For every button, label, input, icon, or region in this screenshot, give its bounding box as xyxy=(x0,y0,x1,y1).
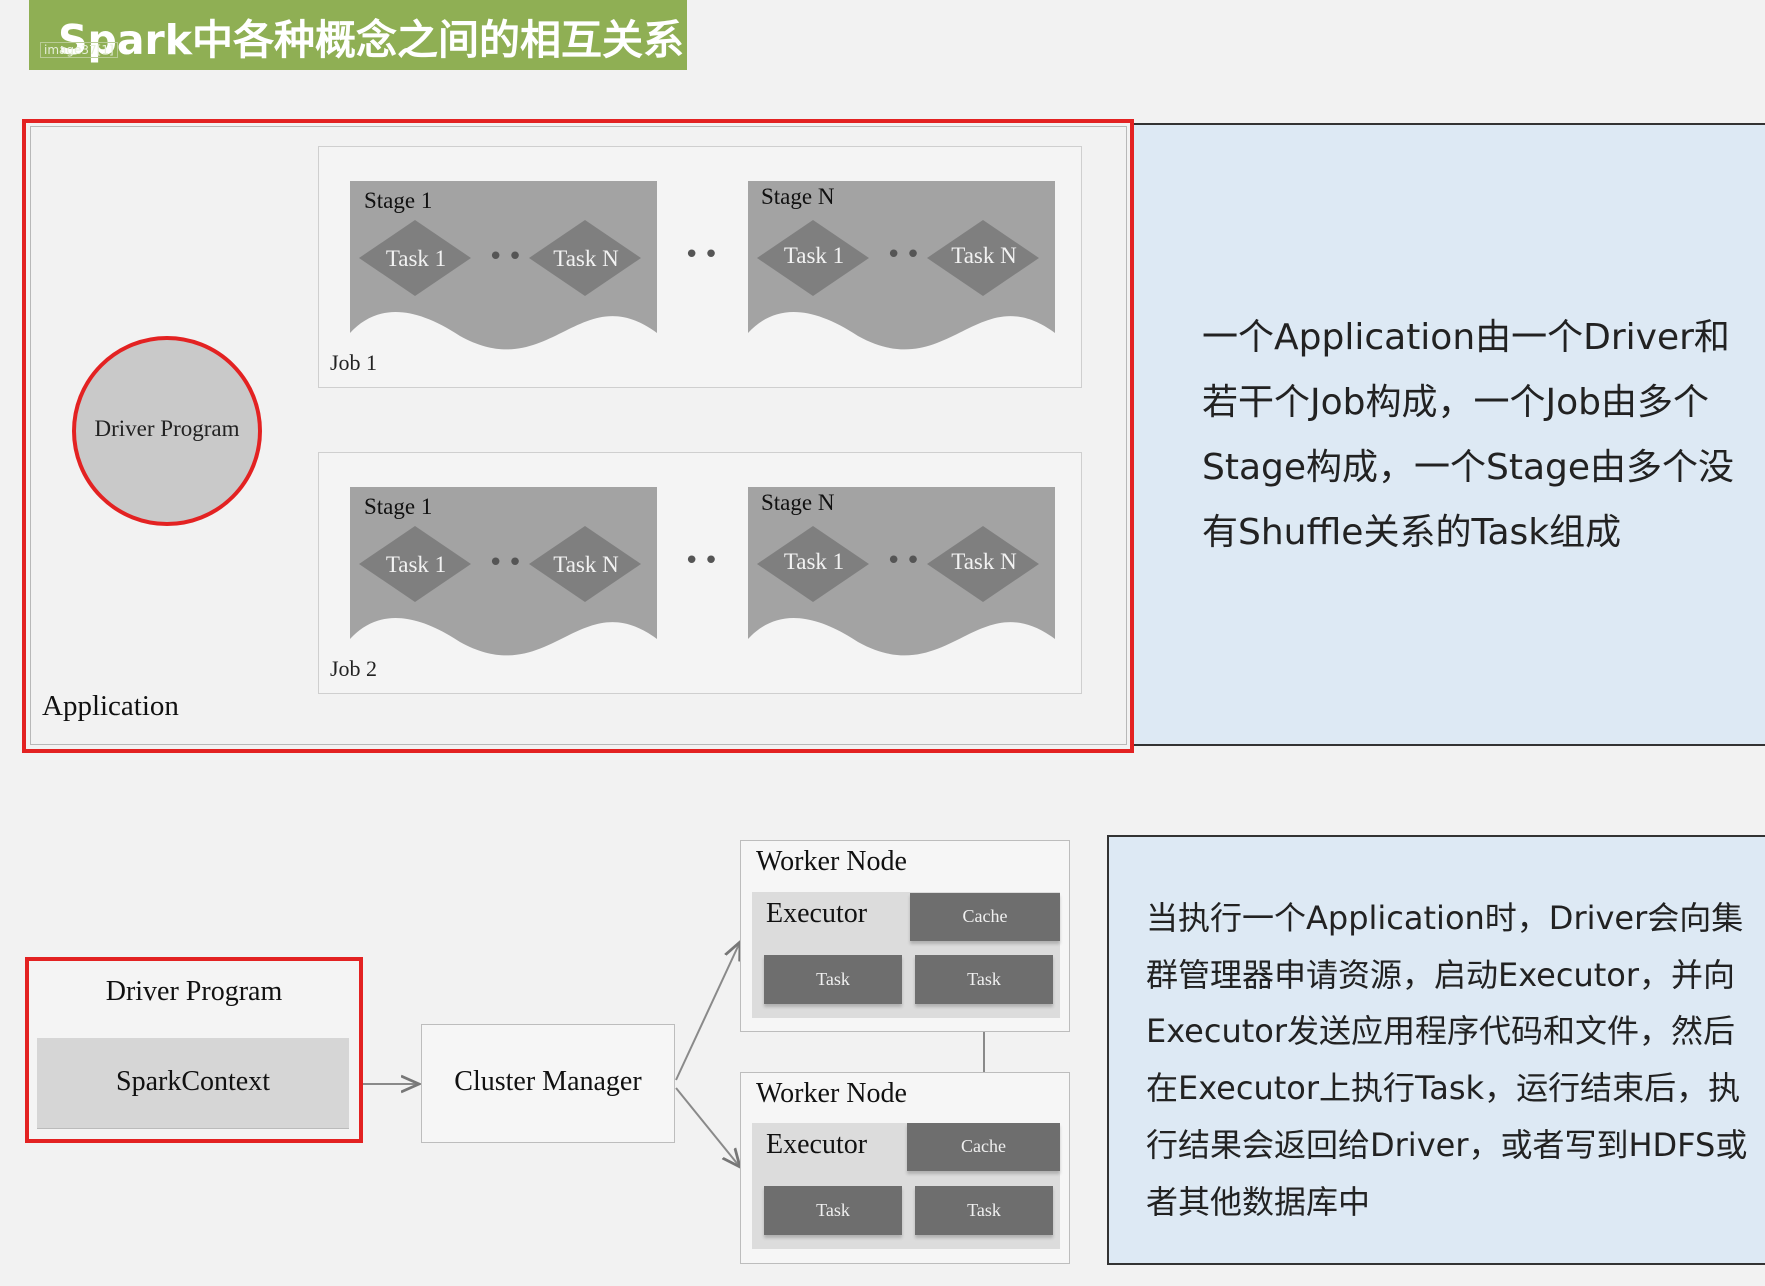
bottom-description-line: 群管理器申请资源，启动Executor，并向 xyxy=(1146,956,1736,994)
cache-label: Cache xyxy=(962,906,1008,926)
ellipsis-dots: •• xyxy=(488,548,527,578)
worker-node-title: Worker Node xyxy=(756,846,907,877)
spark-context-box xyxy=(37,1038,349,1129)
bottom-description-line: 行结果会返回给Driver，或者写到HDFS或 xyxy=(1146,1126,1748,1164)
cache-box: Cache xyxy=(910,893,1060,941)
bottom-description-line: 者其他数据库中 xyxy=(1146,1183,1371,1221)
bottom-description-line: 当执行一个Application时，Driver会向集 xyxy=(1146,899,1744,937)
application-container xyxy=(30,126,1127,745)
application-label: Application xyxy=(42,690,179,722)
task-label: Task 1 xyxy=(385,552,447,577)
task-label: Task 1 xyxy=(783,549,845,574)
bottom-description-panel xyxy=(1107,835,1765,1265)
stage-shape xyxy=(350,181,657,350)
task-label: Task 1 xyxy=(783,243,845,268)
task-label: Task xyxy=(967,969,1001,989)
ellipsis-dots: •• xyxy=(684,240,723,270)
top-description-line: 一个Application由一个Driver和 xyxy=(1202,317,1730,358)
stage-label: Stage N xyxy=(761,490,835,515)
link-cluster-manager-worker-1 xyxy=(675,942,740,1081)
cluster-manager-label: Cluster Manager xyxy=(454,1066,642,1097)
task-label: Task N xyxy=(951,243,1017,268)
driver-program-title: Driver Program xyxy=(105,976,283,1007)
cache-box: Cache xyxy=(907,1123,1060,1171)
task-label: Task xyxy=(967,1200,1001,1220)
top-description-line: 有Shuffle关系的Task组成 xyxy=(1202,512,1622,553)
bottom-description-line: 在Executor上执行Task，运行结束后，执 xyxy=(1146,1069,1741,1107)
worker-node-title: Worker Node xyxy=(756,1078,907,1109)
stage-shape xyxy=(748,487,1055,656)
stage-label: Stage N xyxy=(761,184,835,209)
executor-label: Executor xyxy=(766,1129,868,1160)
driver-program-label: Driver Program xyxy=(94,416,240,441)
title-bar xyxy=(29,0,687,70)
top-description-line: 若干个Job构成，一个Job由多个 xyxy=(1202,382,1709,423)
stage-shape xyxy=(350,487,657,656)
ellipsis-dots: •• xyxy=(886,240,925,270)
task-label: Task xyxy=(816,969,850,989)
top-description-panel xyxy=(1134,123,1765,746)
ellipsis-dots: •• xyxy=(886,546,925,576)
task-label: Task 1 xyxy=(385,246,447,271)
cluster-manager-box xyxy=(421,1024,675,1143)
stage-shape xyxy=(748,181,1055,350)
executor-label: Executor xyxy=(766,898,868,929)
page-title: Spark中各种概念之间的相互关系 xyxy=(58,16,685,64)
top-description-line: Stage构成，一个Stage由多个没 xyxy=(1202,447,1735,488)
task-box: Task xyxy=(764,1186,902,1235)
driver-program-circle xyxy=(72,336,262,526)
task-box: Task xyxy=(764,955,902,1004)
job-label: Job 2 xyxy=(330,656,378,681)
job-label: Job 1 xyxy=(330,350,378,375)
cache-label: Cache xyxy=(961,1136,1006,1156)
stage-label: Stage 1 xyxy=(364,188,433,213)
task-box: Task xyxy=(915,955,1053,1004)
task-label: Task xyxy=(816,1200,850,1220)
bottom-description-line: Executor发送应用程序代码和文件，然后 xyxy=(1146,1012,1736,1050)
image-tag: image37[1] xyxy=(40,42,118,58)
task-box: Task xyxy=(915,1186,1053,1235)
task-label: Task N xyxy=(553,246,619,271)
spark-context-label: SparkContext xyxy=(116,1066,270,1097)
application-highlight-border xyxy=(22,119,1134,753)
task-label: Task N xyxy=(553,552,619,577)
ellipsis-dots: •• xyxy=(684,546,723,576)
link-cluster-manager-worker-2 xyxy=(675,1087,740,1167)
task-label: Task N xyxy=(951,549,1017,574)
stage-label: Stage 1 xyxy=(364,494,433,519)
ellipsis-dots: •• xyxy=(488,242,527,272)
